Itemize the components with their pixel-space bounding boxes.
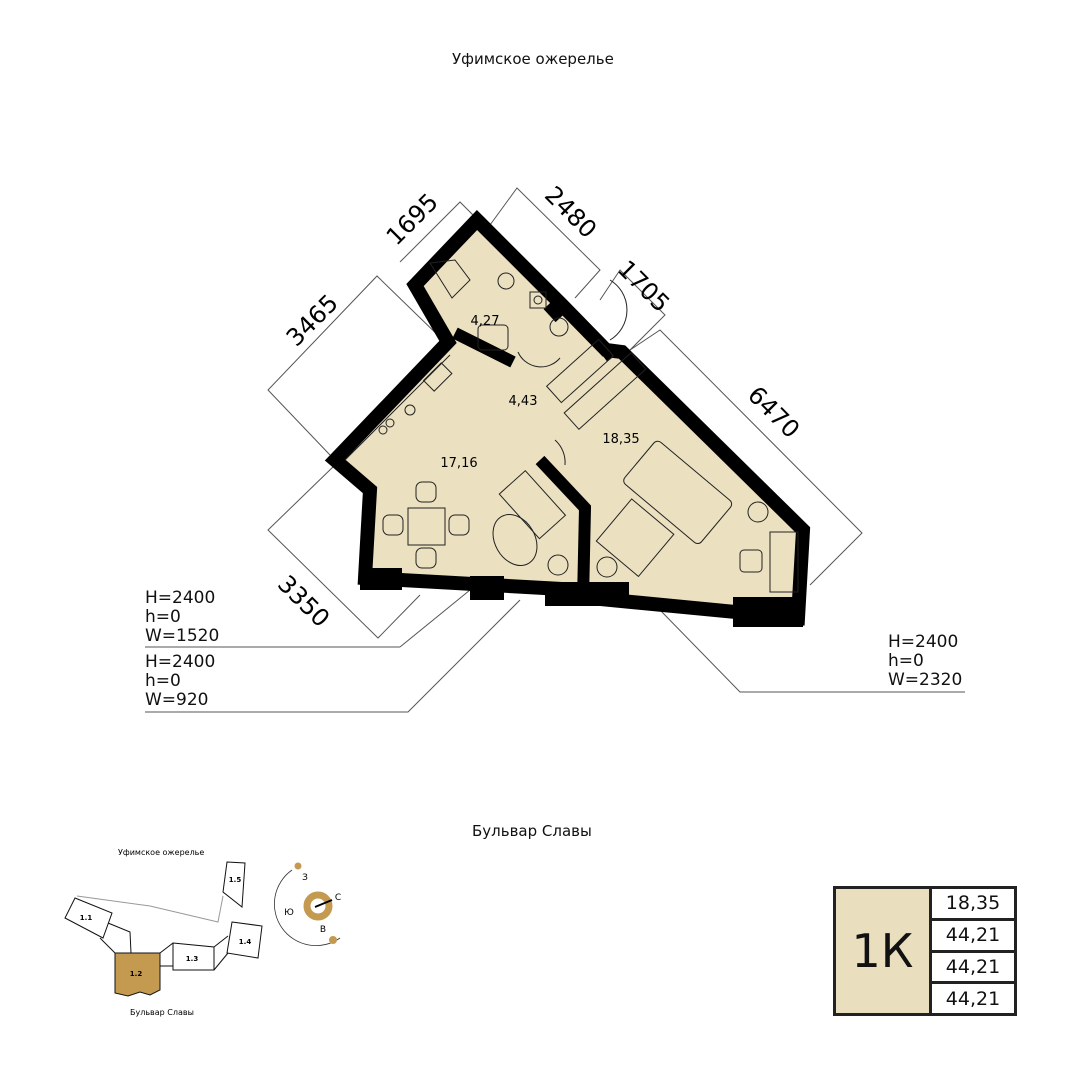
minimap-street-bottom: Бульвар Славы bbox=[130, 1008, 194, 1017]
dining-table bbox=[407, 507, 446, 546]
svg-text:1.5: 1.5 bbox=[229, 876, 242, 884]
room-area-bedroom: 18,35 bbox=[602, 432, 639, 447]
wardrobe-2 bbox=[563, 352, 647, 430]
dimension-2480: 2480 bbox=[539, 181, 602, 244]
minimap-street-top: Уфимское ожерелье bbox=[118, 848, 204, 857]
window-spec-3: H=2400 h=0 W=2320 bbox=[888, 633, 962, 690]
window-spec-2: H=2400 h=0 W=920 bbox=[145, 653, 215, 710]
window-spec-1: H=2400 h=0 W=1520 bbox=[145, 589, 219, 646]
svg-text:1.2: 1.2 bbox=[130, 970, 143, 978]
svg-text:Ю: Ю bbox=[284, 908, 294, 918]
summary-value: 44,21 bbox=[945, 987, 1001, 1010]
window-width: W=1520 bbox=[145, 626, 220, 646]
apartment-plan: 4,27 4,43 17,16 18,35 1695 2480 1705 346… bbox=[145, 181, 965, 713]
section-1-4[interactable] bbox=[226, 921, 263, 959]
compass-ring bbox=[303, 891, 333, 921]
bed bbox=[623, 440, 733, 545]
street-label-top: Уфимское ожерелье bbox=[452, 50, 614, 68]
section-1-2[interactable] bbox=[114, 952, 161, 997]
summary-value: 18,35 bbox=[932, 889, 1014, 921]
sun-icon bbox=[294, 862, 302, 870]
toilet-icon bbox=[497, 272, 515, 290]
boiler-icon bbox=[529, 291, 547, 309]
svg-text:1.4: 1.4 bbox=[239, 938, 252, 946]
bedroom-door-swing bbox=[554, 439, 566, 466]
sun-path-arc bbox=[274, 869, 341, 947]
summary-value: 44,21 bbox=[932, 921, 1014, 953]
door-swing bbox=[517, 351, 561, 368]
window-sill: h=0 bbox=[888, 651, 924, 671]
dimension-lines bbox=[145, 187, 965, 713]
shower-icon bbox=[429, 259, 471, 299]
svg-text:З: З bbox=[302, 873, 308, 883]
dimension-6470: 6470 bbox=[742, 381, 805, 444]
washer-icon bbox=[549, 317, 569, 337]
site-minimap: Уфимское ожерелье Бульвар Славы 1.1 1.2 … bbox=[64, 848, 341, 1017]
section-1-5[interactable] bbox=[222, 861, 246, 908]
compass-needle bbox=[314, 899, 333, 908]
interior-walls bbox=[452, 300, 617, 601]
dimension-1705: 1705 bbox=[612, 255, 675, 318]
svg-text:1.1: 1.1 bbox=[80, 914, 93, 922]
room-area-living: 17,16 bbox=[440, 456, 477, 471]
rug bbox=[595, 498, 675, 578]
svg-text:С: С bbox=[335, 893, 341, 903]
svg-text:В: В bbox=[320, 925, 326, 935]
apartment-summary-table: 1К 18,35 44,21 44,21 44,21 bbox=[833, 886, 1017, 1016]
entry-door-swing bbox=[609, 279, 628, 341]
section-1-1[interactable] bbox=[64, 897, 113, 939]
apartment-type: 1К bbox=[836, 889, 932, 1013]
dimension-3350: 3350 bbox=[272, 570, 335, 633]
svg-text:1.3: 1.3 bbox=[186, 955, 199, 963]
coffee-table bbox=[492, 514, 538, 566]
sofa bbox=[498, 469, 567, 540]
street-label-bottom: Бульвар Славы bbox=[472, 822, 592, 840]
window-height: H=2400 bbox=[145, 652, 216, 672]
plant-icon bbox=[747, 501, 769, 523]
window-width: W=920 bbox=[145, 690, 209, 710]
window-height: H=2400 bbox=[145, 588, 216, 608]
sun-icon bbox=[329, 936, 337, 944]
window-height: H=2400 bbox=[888, 632, 959, 652]
wall-piers bbox=[360, 568, 803, 627]
window-sill: h=0 bbox=[145, 607, 181, 627]
compass: З С Ю В bbox=[274, 862, 341, 947]
sink-icon bbox=[477, 324, 509, 351]
room-area-hall: 4,43 bbox=[509, 394, 538, 409]
kitchen-counter bbox=[344, 354, 451, 461]
room-area-bathroom: 4,27 bbox=[471, 314, 500, 329]
wardrobe bbox=[545, 338, 615, 404]
summary-value: 44,21 bbox=[932, 953, 1014, 985]
dimension-1695: 1695 bbox=[381, 188, 444, 251]
window-sill: h=0 bbox=[145, 671, 181, 691]
furniture bbox=[344, 259, 799, 593]
desk bbox=[769, 531, 799, 593]
window-width: W=2320 bbox=[888, 670, 963, 690]
